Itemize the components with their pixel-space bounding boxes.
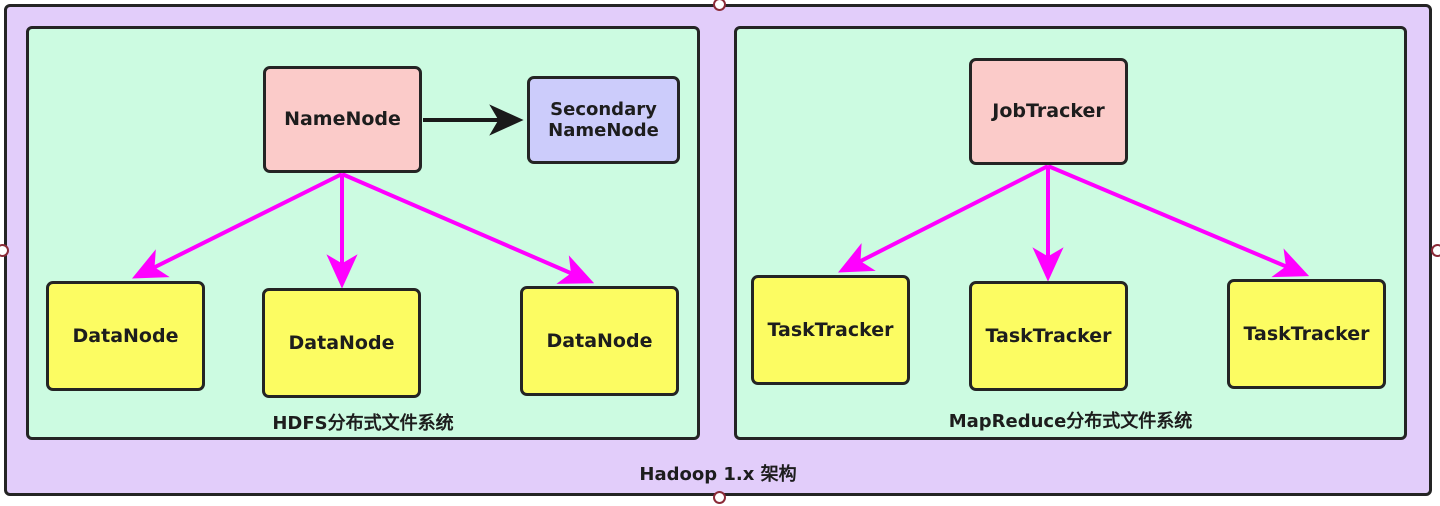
resize-handle-left-middle[interactable] <box>0 244 9 257</box>
node-datanode-3[interactable]: DataNode <box>520 286 679 396</box>
node-tasktracker-2[interactable]: TaskTracker <box>969 281 1128 391</box>
diagram-title: Hadoop 1.x 架构 <box>639 464 797 485</box>
node-tasktracker-1[interactable]: TaskTracker <box>751 275 910 385</box>
node-secondary-namenode[interactable]: Secondary NameNode <box>527 76 680 164</box>
node-tasktracker-3[interactable]: TaskTracker <box>1227 279 1386 389</box>
resize-handle-right-middle[interactable] <box>1431 244 1440 257</box>
resize-handle-top-center[interactable] <box>713 0 726 11</box>
panel-caption-mapreduce: MapReduce分布式文件系统 <box>948 411 1193 432</box>
node-datanode-2[interactable]: DataNode <box>262 288 421 398</box>
panel-caption-hdfs: HDFS分布式文件系统 <box>272 413 454 434</box>
node-jobtracker[interactable]: JobTracker <box>969 58 1128 165</box>
resize-handle-bottom-center[interactable] <box>713 491 726 504</box>
node-datanode-1[interactable]: DataNode <box>46 281 205 391</box>
node-namenode[interactable]: NameNode <box>263 66 422 173</box>
